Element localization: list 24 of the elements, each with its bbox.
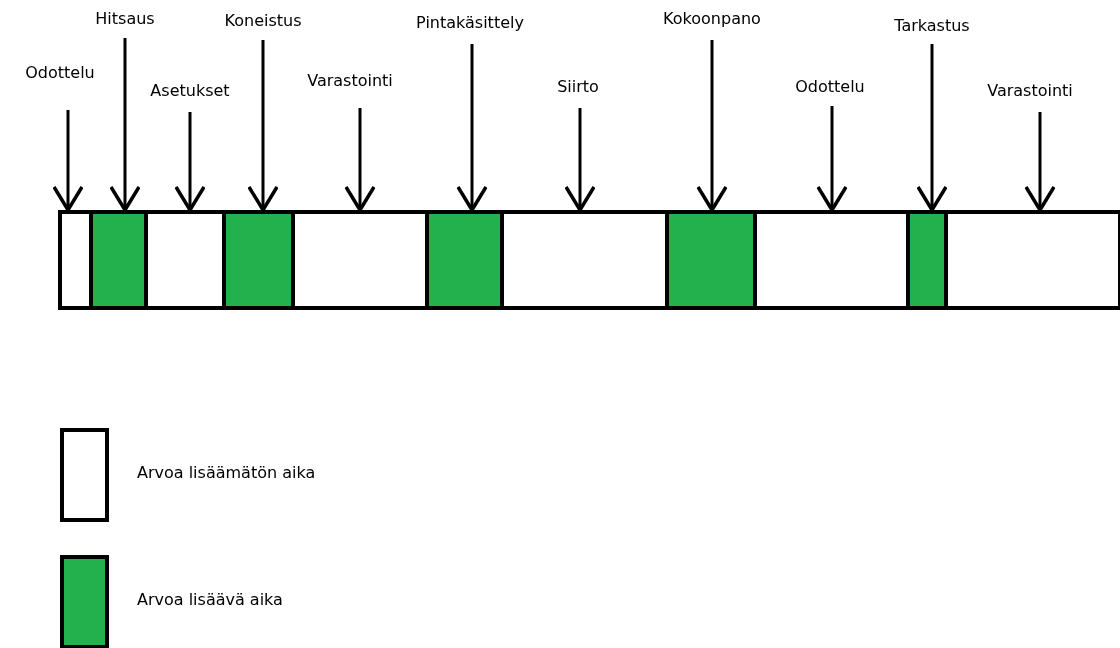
arrow	[456, 44, 488, 212]
arrow	[916, 44, 948, 212]
step-label: Kokoonpano	[663, 8, 761, 28]
arrow	[344, 108, 376, 212]
arrow	[1024, 112, 1056, 212]
step-label: Varastointi	[307, 70, 393, 90]
arrow	[816, 106, 848, 212]
arrow	[696, 40, 728, 212]
step-label: Koneistus	[224, 10, 302, 30]
step-label: Odottelu	[25, 62, 95, 82]
arrow	[109, 38, 141, 212]
step-label: Asetukset	[150, 80, 230, 100]
legend-label: Arvoa lisäämätön aika	[137, 462, 316, 482]
step-label: Pintakäsittely	[416, 12, 524, 32]
step-label: Varastointi	[987, 80, 1073, 100]
arrow	[174, 112, 206, 212]
arrow	[247, 40, 279, 212]
legend-label: Arvoa lisäävä aika	[137, 589, 283, 609]
step-label: Tarkastus	[894, 15, 970, 35]
step-label: Siirto	[557, 76, 599, 96]
arrow	[564, 108, 596, 212]
step-label: Hitsaus	[95, 8, 155, 28]
arrow	[52, 110, 84, 212]
step-label: Odottelu	[795, 76, 865, 96]
